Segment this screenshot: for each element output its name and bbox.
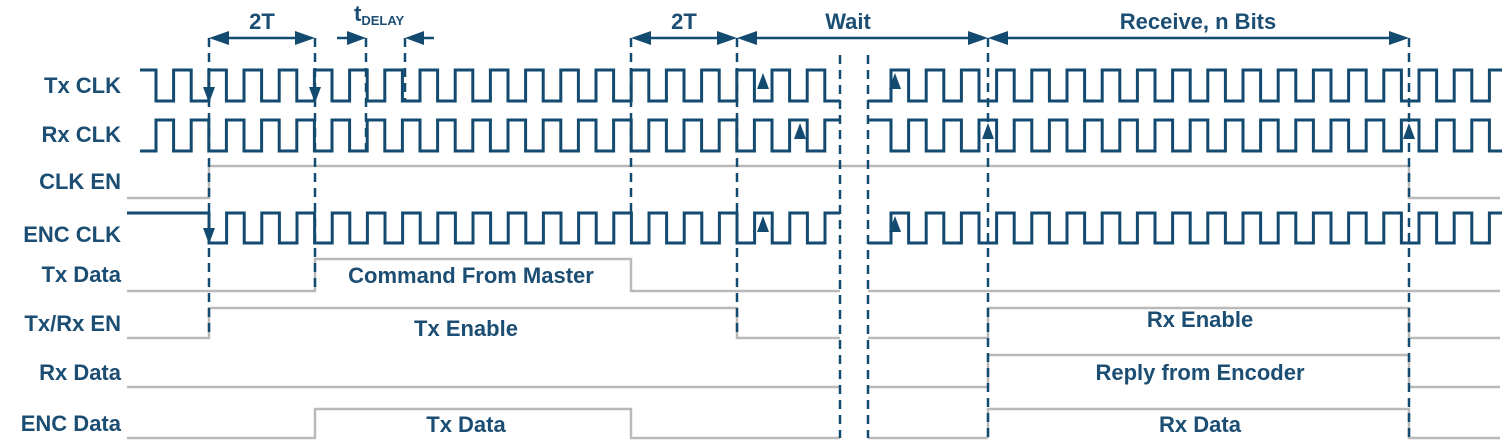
signal-label-rx-clk: Rx CLK [42,122,122,147]
dim-wait-arrow-l [737,31,757,45]
signal-label-rx-data: Rx Data [39,360,122,385]
label-tx-enable: Tx Enable [414,316,518,341]
enc-data-trace [127,407,840,440]
signal-label-clk-en: CLK EN [39,169,121,194]
label-rx-enable: Rx Enable [1147,307,1253,332]
tx-rx-en-trace [127,306,840,340]
signal-label-enc-clk: ENC CLK [23,222,121,247]
signal-label-enc-data: ENC Data [21,411,122,436]
dim-tdelay-arrow-r [405,31,424,45]
tx-clk-fall-arrow-1 [203,87,215,103]
label-2t-left: 2T [249,9,275,34]
clk-en-trace [127,164,1500,200]
rx-clk-rise-arrow-3 [1403,123,1415,139]
rx-clk-rise-arrow-2 [982,123,994,139]
dimension-arrows [209,31,1409,45]
dim-2t-left-arrow-l [209,31,229,45]
enc-data-rx-trace [986,407,1500,440]
tx-clk-segment-right [868,68,1502,103]
label-receive: Receive, n Bits [1120,9,1277,34]
enc-clk-segment-right [868,211,1502,245]
label-tdelay: tDELAY [354,1,405,28]
label-command-from-master: Command From Master [348,263,594,288]
dim-tdelay-arrow-l [347,31,366,45]
rx-clk-waveform [140,118,1502,153]
dim-2t-right-arrow-l [631,31,651,45]
clk-en-waveform [127,164,1500,200]
tx-data-trace [127,257,840,293]
tx-clk-rise-arrow-2 [889,73,901,89]
signal-labels: Tx CLK Rx CLK CLK EN ENC CLK Tx Data Tx/… [21,73,122,436]
enc-clk-rise-arrow-1 [757,216,769,232]
dim-receive-arrow-l [988,31,1008,45]
label-wait: Wait [825,9,871,34]
label-reply-from-encoder: Reply from Encoder [1095,360,1304,385]
tx-rx-en-waveform [127,306,1500,340]
dim-receive-arrow-r [1389,31,1409,45]
edge-arrows [203,73,1415,244]
dim-2t-right-arrow-r [717,31,737,45]
label-rx-data-bar: Rx Data [1159,412,1242,437]
rx-clk-segment-left [140,118,840,153]
tx-clk-fall-arrow-2 [309,87,321,103]
tx-clk-waveform [140,68,1502,103]
tx-clk-rise-arrow-1 [757,73,769,89]
dim-wait-arrow-r [968,31,988,45]
signal-label-tx-rx-en: Tx/Rx EN [24,311,121,336]
signal-label-tx-data: Tx Data [42,262,122,287]
rx-clk-segment-right [868,118,1502,153]
enc-clk-waveform [127,211,1502,245]
signal-label-tx-clk: Tx CLK [44,73,121,98]
enc-clk-rise-arrow-2 [889,216,901,232]
label-tdelay-sub: DELAY [361,13,404,28]
dim-2t-left-arrow-r [295,31,315,45]
enc-data-waveform [127,407,1500,440]
label-tx-data-bar: Tx Data [426,412,506,437]
label-2t-right: 2T [671,9,697,34]
annotations: 2T tDELAY 2T Wait Receive, n Bits [249,1,1276,34]
enc-clk-segment-left [127,211,840,245]
bar-labels: Command From Master Tx Enable Rx Enable … [348,263,1305,437]
label-tdelay-main: t [354,1,362,26]
enc-clk-fall-arrow [203,228,215,244]
tx-clk-segment-left [140,68,840,103]
rx-clk-rise-arrow-1 [794,123,806,139]
tx-data-waveform [127,257,1500,293]
